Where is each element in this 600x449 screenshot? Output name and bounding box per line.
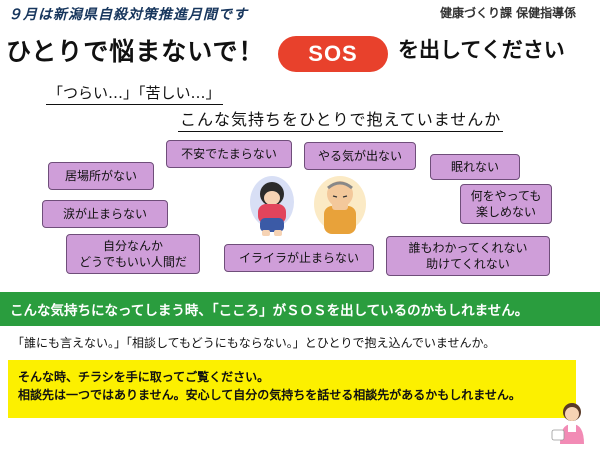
guidance-line-2: 相談先は一つではありません。安心して自分の気持ちを話せる相談先があるかもしれませ… — [18, 388, 521, 402]
feeling-text-line1: 何をやっても — [470, 188, 542, 203]
feeling-bubble-not-enjoy: 何をやっても 楽しめない — [460, 184, 552, 224]
feeling-bubble-cannot-sleep: 眠れない — [430, 154, 520, 180]
department-name: 健康づくり課 保健指導係 — [440, 6, 577, 20]
feeling-text: 居場所がない — [64, 168, 137, 183]
worried-man-icon — [314, 176, 366, 234]
sos-banner: こんな気持ちになってしまう時、「こころ」がＳＯＳを出しているのかもしれません。 — [0, 292, 600, 326]
feeling-bubble-no-motivation: やる気が出ない — [304, 142, 416, 170]
holding-in-question: 「誰にも言えない。」「相談してもどうにもならない。」とひとりで抱え込んでいません… — [12, 336, 496, 350]
headline-left: ひとりで悩まないで！ — [6, 37, 265, 66]
troubled-people-illustration — [250, 176, 366, 236]
guidance-box: そんな時、チラシを手に取ってご覧ください。 相談先は一つではありません。安心して… — [8, 360, 576, 418]
guidance-line-1: そんな時、チラシを手に取ってご覧ください。 — [18, 370, 270, 384]
feeling-bubble-irritated: イライラが止まらない — [224, 244, 374, 272]
feeling-text-line2: どうでもいい人間だ — [79, 255, 187, 269]
feeling-text-line2: 楽しめない — [475, 205, 536, 219]
headline-right: を出してください — [398, 38, 565, 62]
sos-badge: SOS — [278, 36, 388, 72]
feeling-bubble-no-place: 居場所がない — [48, 162, 154, 190]
quote-phrases: 「つらい…」「苦しい…」 — [46, 82, 223, 105]
feeling-bubble-anxious: 不安でたまらない — [166, 140, 292, 168]
feeling-text-line1: 自分なんか — [102, 238, 163, 253]
feeling-bubble-tears: 涙が止まらない — [42, 200, 168, 228]
feeling-bubble-no-one: 誰もわかってくれない 助けてくれない — [386, 236, 550, 276]
quote-question: こんな気持ちをひとりで抱えていませんか — [178, 106, 504, 132]
month-notice: ９月は新潟県自殺対策推進月間です — [8, 7, 248, 23]
feeling-text: やる気が出ない — [317, 148, 402, 163]
feeling-bubble-worthless: 自分なんか どうでもいい人間だ — [66, 234, 200, 274]
sos-label: SOS — [308, 41, 358, 66]
feeling-text-line1: 誰もわかってくれない — [408, 240, 528, 255]
feeling-text: イライラが止まらない — [238, 250, 359, 265]
sad-girl-icon — [250, 176, 294, 236]
feeling-text: 不安でたまらない — [181, 146, 277, 161]
sos-banner-text: こんな気持ちになってしまう時、「こころ」がＳＯＳを出しているのかもしれません。 — [10, 303, 529, 319]
feeling-text: 涙が止まらない — [62, 206, 147, 221]
feeling-text: 眠れない — [450, 159, 499, 174]
nurse-illustration-icon — [551, 403, 584, 444]
feeling-text-line2: 助けてくれない — [426, 257, 510, 271]
